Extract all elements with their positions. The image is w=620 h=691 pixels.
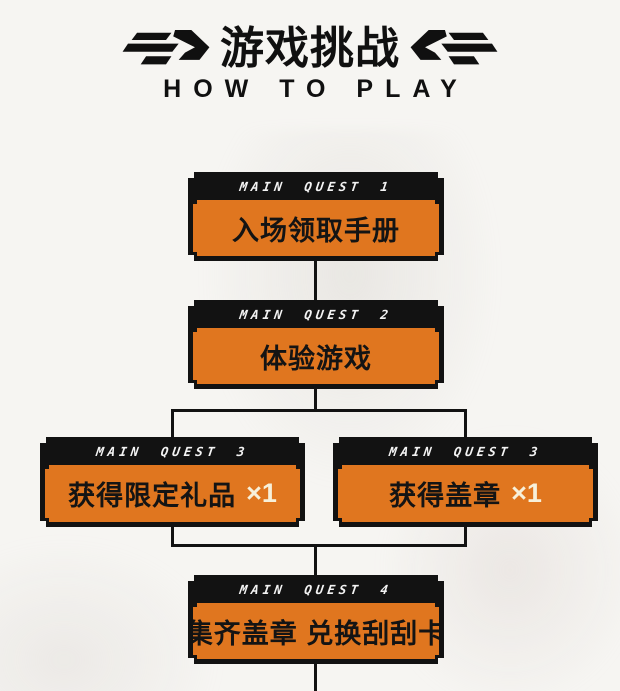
quest-count: ×1: [246, 478, 277, 508]
speed-wing-icon: [410, 30, 498, 68]
quest-body: 获得限定礼品 ×1: [45, 465, 300, 522]
connector-q1-q2: [314, 250, 317, 312]
faint-background-art: [0, 540, 220, 691]
quest-header-bar: MAIN QUEST 3: [95, 443, 250, 459]
quest-node-1: MAIN QUEST 1 入场领取手册: [188, 172, 444, 261]
connector-q4-continuation: [314, 656, 317, 691]
quest-node-2: MAIN QUEST 2 体验游戏: [188, 300, 444, 389]
connector-merge-left: [171, 518, 174, 547]
page-subtitle: HOW TO PLAY: [163, 75, 469, 103]
quest-body: 集齐盖章 兑换刮刮卡: [193, 603, 439, 659]
connector-branch-right: [464, 409, 467, 441]
connector-merge-q4: [314, 544, 317, 582]
quest-node-4: MAIN QUEST 4 集齐盖章 兑换刮刮卡: [188, 575, 444, 664]
quest-body: 入场领取手册: [193, 200, 439, 256]
quest-body: 体验游戏: [193, 328, 439, 384]
connector-branch-left: [171, 409, 174, 441]
quest-label: 集齐盖章 兑换刮刮卡: [185, 618, 447, 649]
quest-body: 获得盖章 ×1: [338, 465, 593, 522]
quest-label: 获得盖章: [389, 481, 502, 511]
quest-header-bar: MAIN QUEST 4: [238, 581, 394, 597]
quest-count: ×1: [511, 478, 542, 508]
speed-wing-icon: [122, 30, 210, 68]
quest-node-3-left: MAIN QUEST 3 获得限定礼品 ×1: [40, 437, 305, 527]
quest-node-3-right: MAIN QUEST 3 获得盖章 ×1: [333, 437, 598, 527]
connector-merge-right: [464, 518, 467, 547]
quest-header-bar: MAIN QUEST 1: [238, 178, 394, 194]
quest-label: 入场领取手册: [232, 215, 400, 246]
page-title: 游戏挑战: [220, 24, 400, 73]
connector-merge-horizontal: [171, 544, 467, 547]
quest-header-bar: MAIN QUEST 3: [388, 443, 543, 459]
quest-label: 体验游戏: [260, 343, 372, 374]
connector-q2-branch: [314, 382, 317, 412]
header: 游戏挑战: [0, 22, 620, 76]
quest-label: 获得限定礼品: [68, 481, 237, 511]
quest-header-bar: MAIN QUEST 2: [238, 306, 394, 322]
connector-branch-horizontal: [171, 409, 467, 412]
